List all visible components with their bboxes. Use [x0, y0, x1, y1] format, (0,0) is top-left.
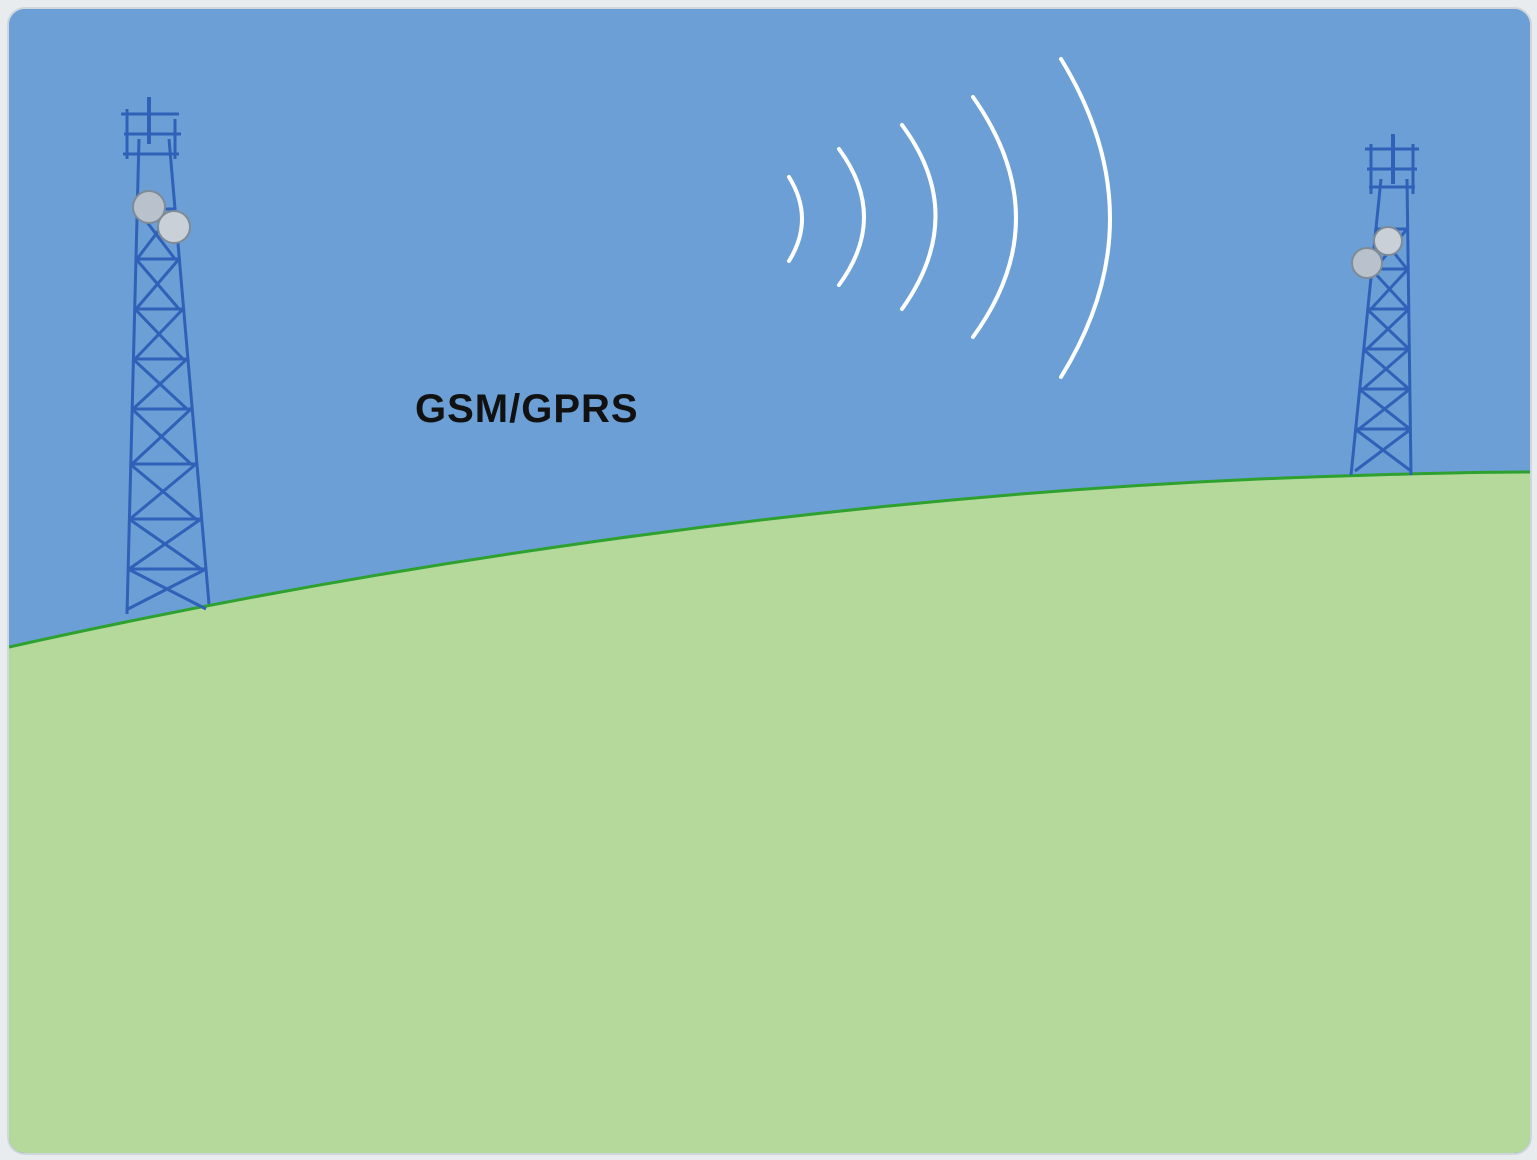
diagram-frame: GSM/GPRS: [7, 7, 1532, 1155]
scene-canvas: [9, 9, 1530, 1153]
tower-dish-icon: [1351, 226, 1403, 279]
horizon-line: [9, 470, 1530, 649]
tower-dish-icon: [132, 190, 191, 244]
cell-tower-icon: [121, 97, 211, 615]
radio-waves-icon: [787, 57, 1112, 379]
ground-hill: [9, 472, 1530, 1153]
network-label: GSM/GPRS: [415, 387, 639, 431]
